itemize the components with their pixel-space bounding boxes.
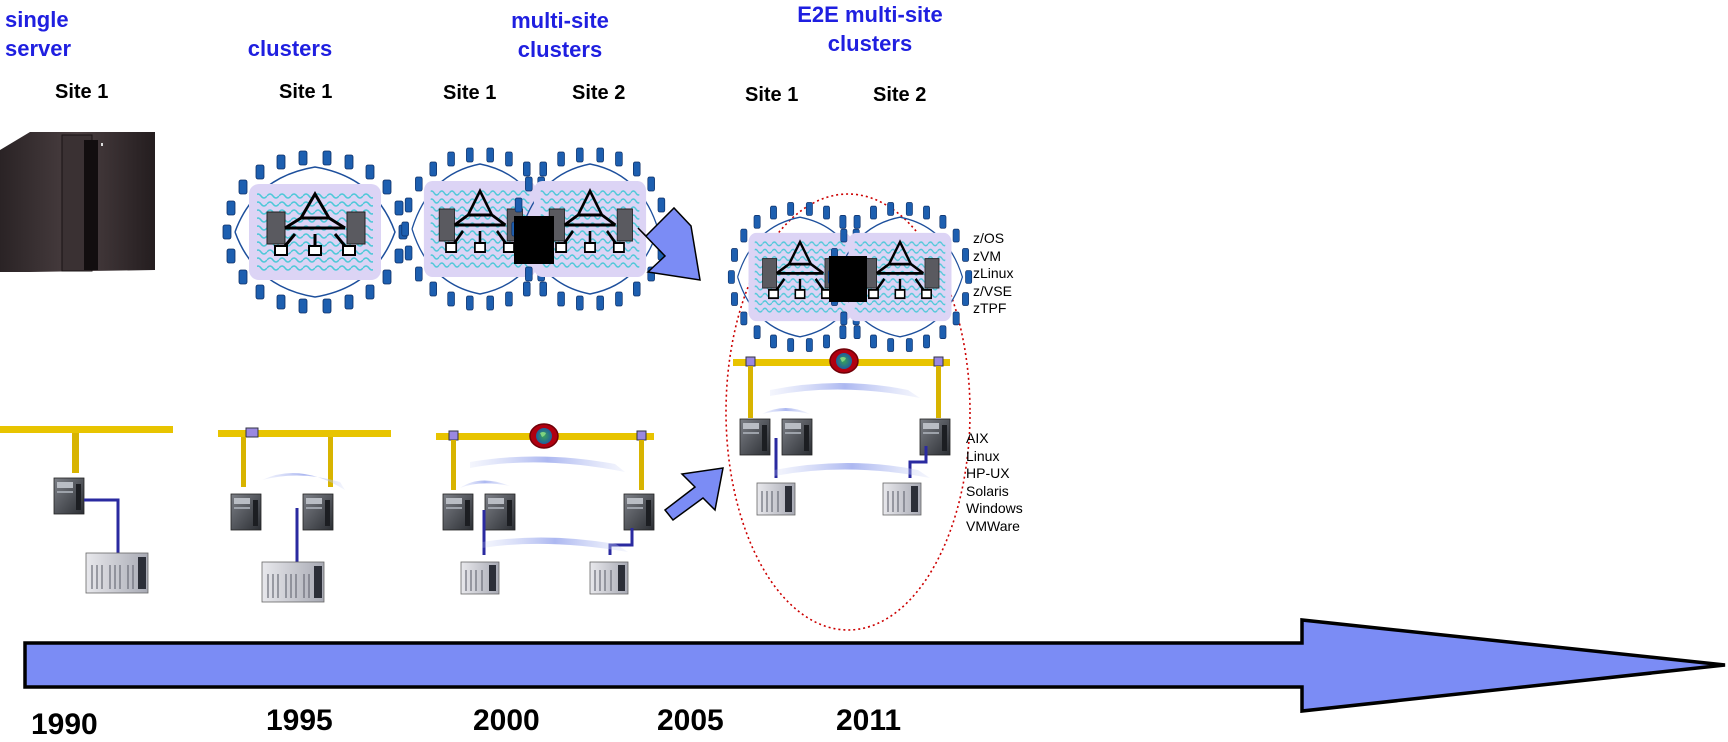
distributed-os-list: AIX Linux HP-UX Solaris Windows VMWare [966,430,1023,535]
timeline-year: 2005 [657,704,724,737]
replication-wave [482,537,628,552]
storage-icon [756,482,796,516]
clusters-bus [218,427,391,487]
e2e-bus [733,348,950,418]
mainframe-icon [0,132,155,272]
os-item: HP-UX [966,465,1010,481]
server-icon [53,477,85,515]
single-server-bus [0,426,173,473]
timeline-year: 1990 [31,708,98,741]
heading-multi-site-clusters: multi-site clusters [460,6,660,64]
os-item: Linux [966,447,1000,464]
heading-line: clusters [517,37,603,62]
e2e-scope-ring [725,193,971,631]
replication-wave [770,383,920,398]
storage-link [84,498,120,560]
heading-line: clusters [827,31,913,56]
heading-line: clusters [247,36,333,61]
replication-wave [774,463,930,478]
os-item: zTPF [973,300,1007,316]
os-item: AIX [966,430,989,446]
os-item: Solaris [966,482,1009,499]
os-item: zLinux [973,265,1014,281]
heading-line: E2E multi-site [797,2,943,27]
server-icon [302,493,334,531]
heading-line: server [5,36,72,61]
heading-single-server: single server [5,5,71,63]
heading-e2e-multi-site-clusters: E2E multi-site clusters [740,0,1000,58]
replication-wave [470,456,625,472]
mainframe-os-list: z/OS zVM zLinux z/VSE zTPF [973,230,1013,318]
multi-site-cluster-icon [402,148,668,310]
os-item: z/VSE [973,282,1012,299]
heading-line: single [5,7,69,32]
timeline-arrow [23,618,1726,713]
storage-icon [460,561,500,595]
storage-icon [589,561,629,595]
timeline-year: 2011 [836,704,902,737]
e2e-cluster-icon [728,202,972,351]
server-icon [484,493,516,531]
server-icon [442,493,474,531]
heading-line: multi-site [511,8,609,33]
replication-wave [460,480,510,488]
multi-site-bus [436,423,654,490]
os-item: z/OS [973,230,1005,246]
timeline-year: 1995 [266,704,333,737]
site-label: Site 1 [279,81,333,103]
site-label: Site 2 [572,82,626,104]
storage-icon [85,552,149,594]
server-icon [739,418,771,456]
storage-icon [261,561,325,603]
site-label: Site 1 [745,84,799,106]
server-icon [781,418,813,456]
heading-clusters: clusters [210,34,370,63]
server-icon [623,493,655,531]
progression-arrow [637,206,701,281]
site-label: Site 1 [55,81,109,103]
os-item: Windows [966,500,1023,516]
cluster-icon [222,150,408,314]
replication-wave [762,408,810,414]
site-label: Site 1 [443,82,497,104]
storage-icon [882,482,922,516]
server-icon [230,493,262,531]
os-item: VMWare [966,517,1020,534]
os-item: zVM [973,247,1001,264]
timeline-year: 2000 [473,704,540,737]
progression-arrow [663,467,724,522]
site-label: Site 2 [873,84,927,106]
